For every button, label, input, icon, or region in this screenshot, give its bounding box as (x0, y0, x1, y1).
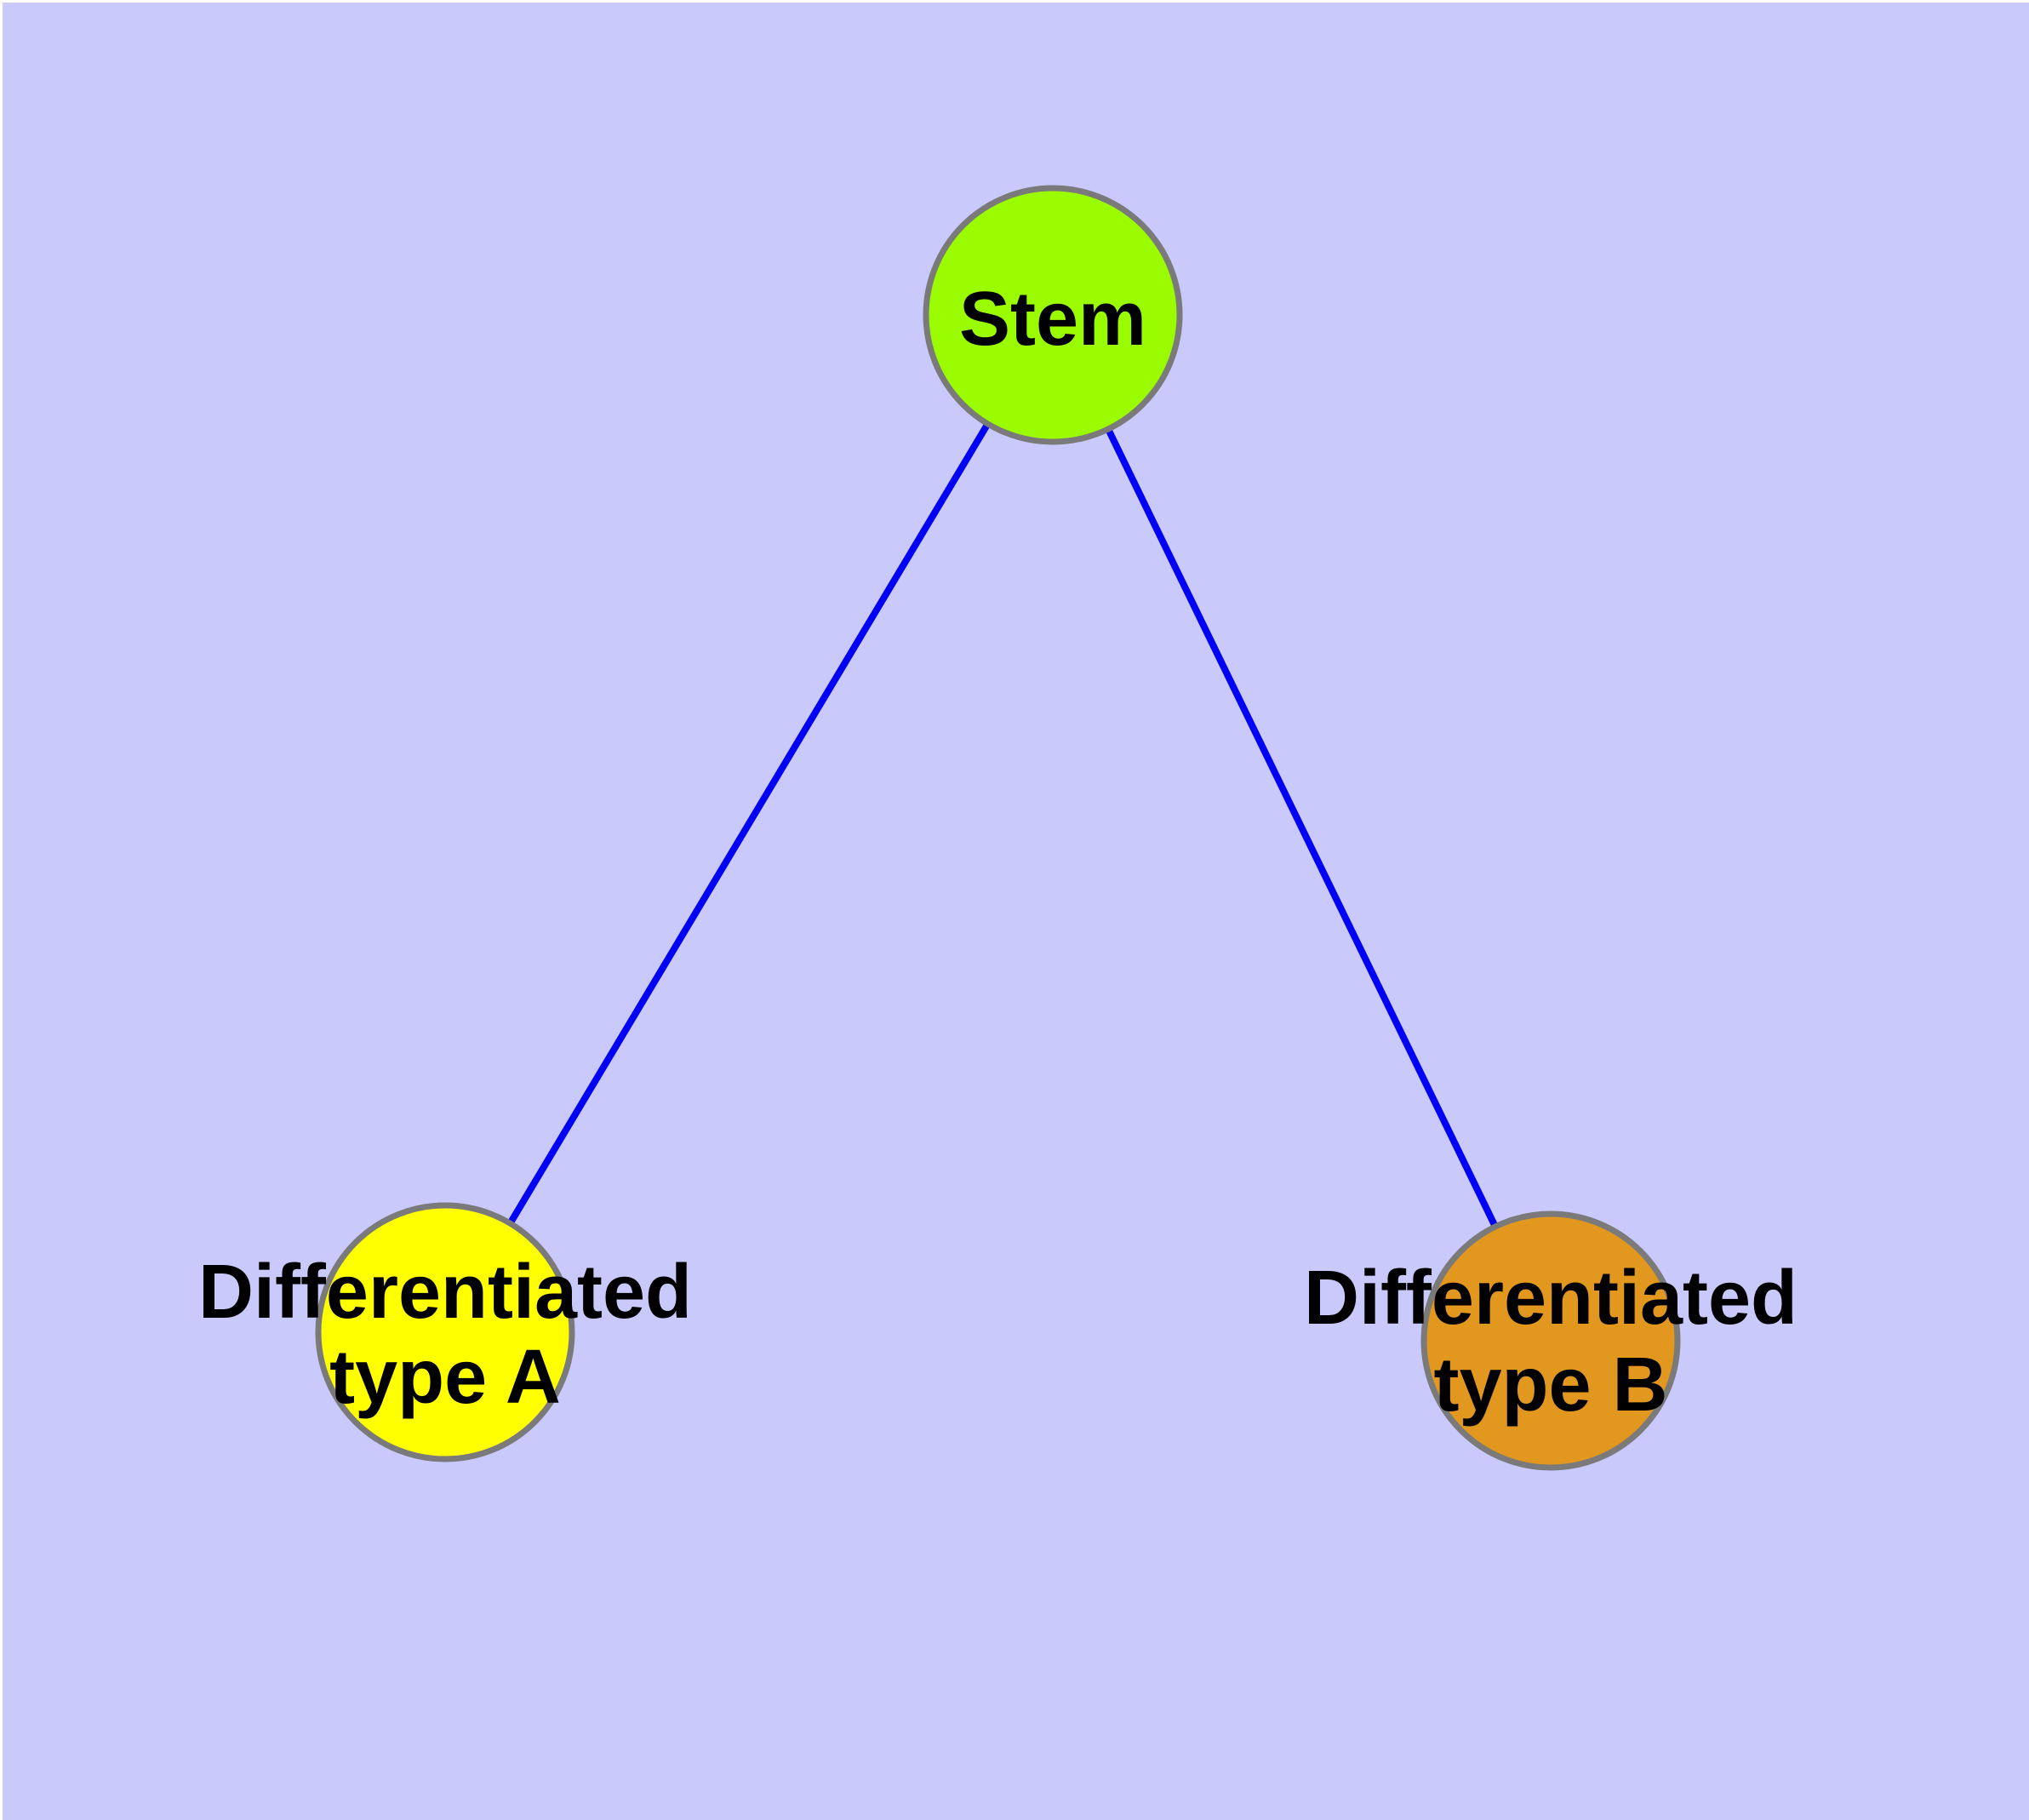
node-type-b-label-line2: type B (1433, 1342, 1667, 1428)
node-type-b-label-line1: Differentiated (1304, 1256, 1798, 1341)
node-stem[interactable] (923, 185, 1183, 445)
node-type-a-label-line2: type A (329, 1335, 561, 1420)
edge-stem-to-type-a (442, 312, 1056, 1335)
node-differentiated-type-a[interactable] (315, 1202, 575, 1462)
node-stem-label: Stem (959, 277, 1146, 362)
node-differentiated-type-b[interactable] (1420, 1210, 1681, 1471)
edge-stem-to-type-b (1049, 313, 1554, 1342)
node-type-a-label-line1: Differentiated (198, 1250, 692, 1335)
